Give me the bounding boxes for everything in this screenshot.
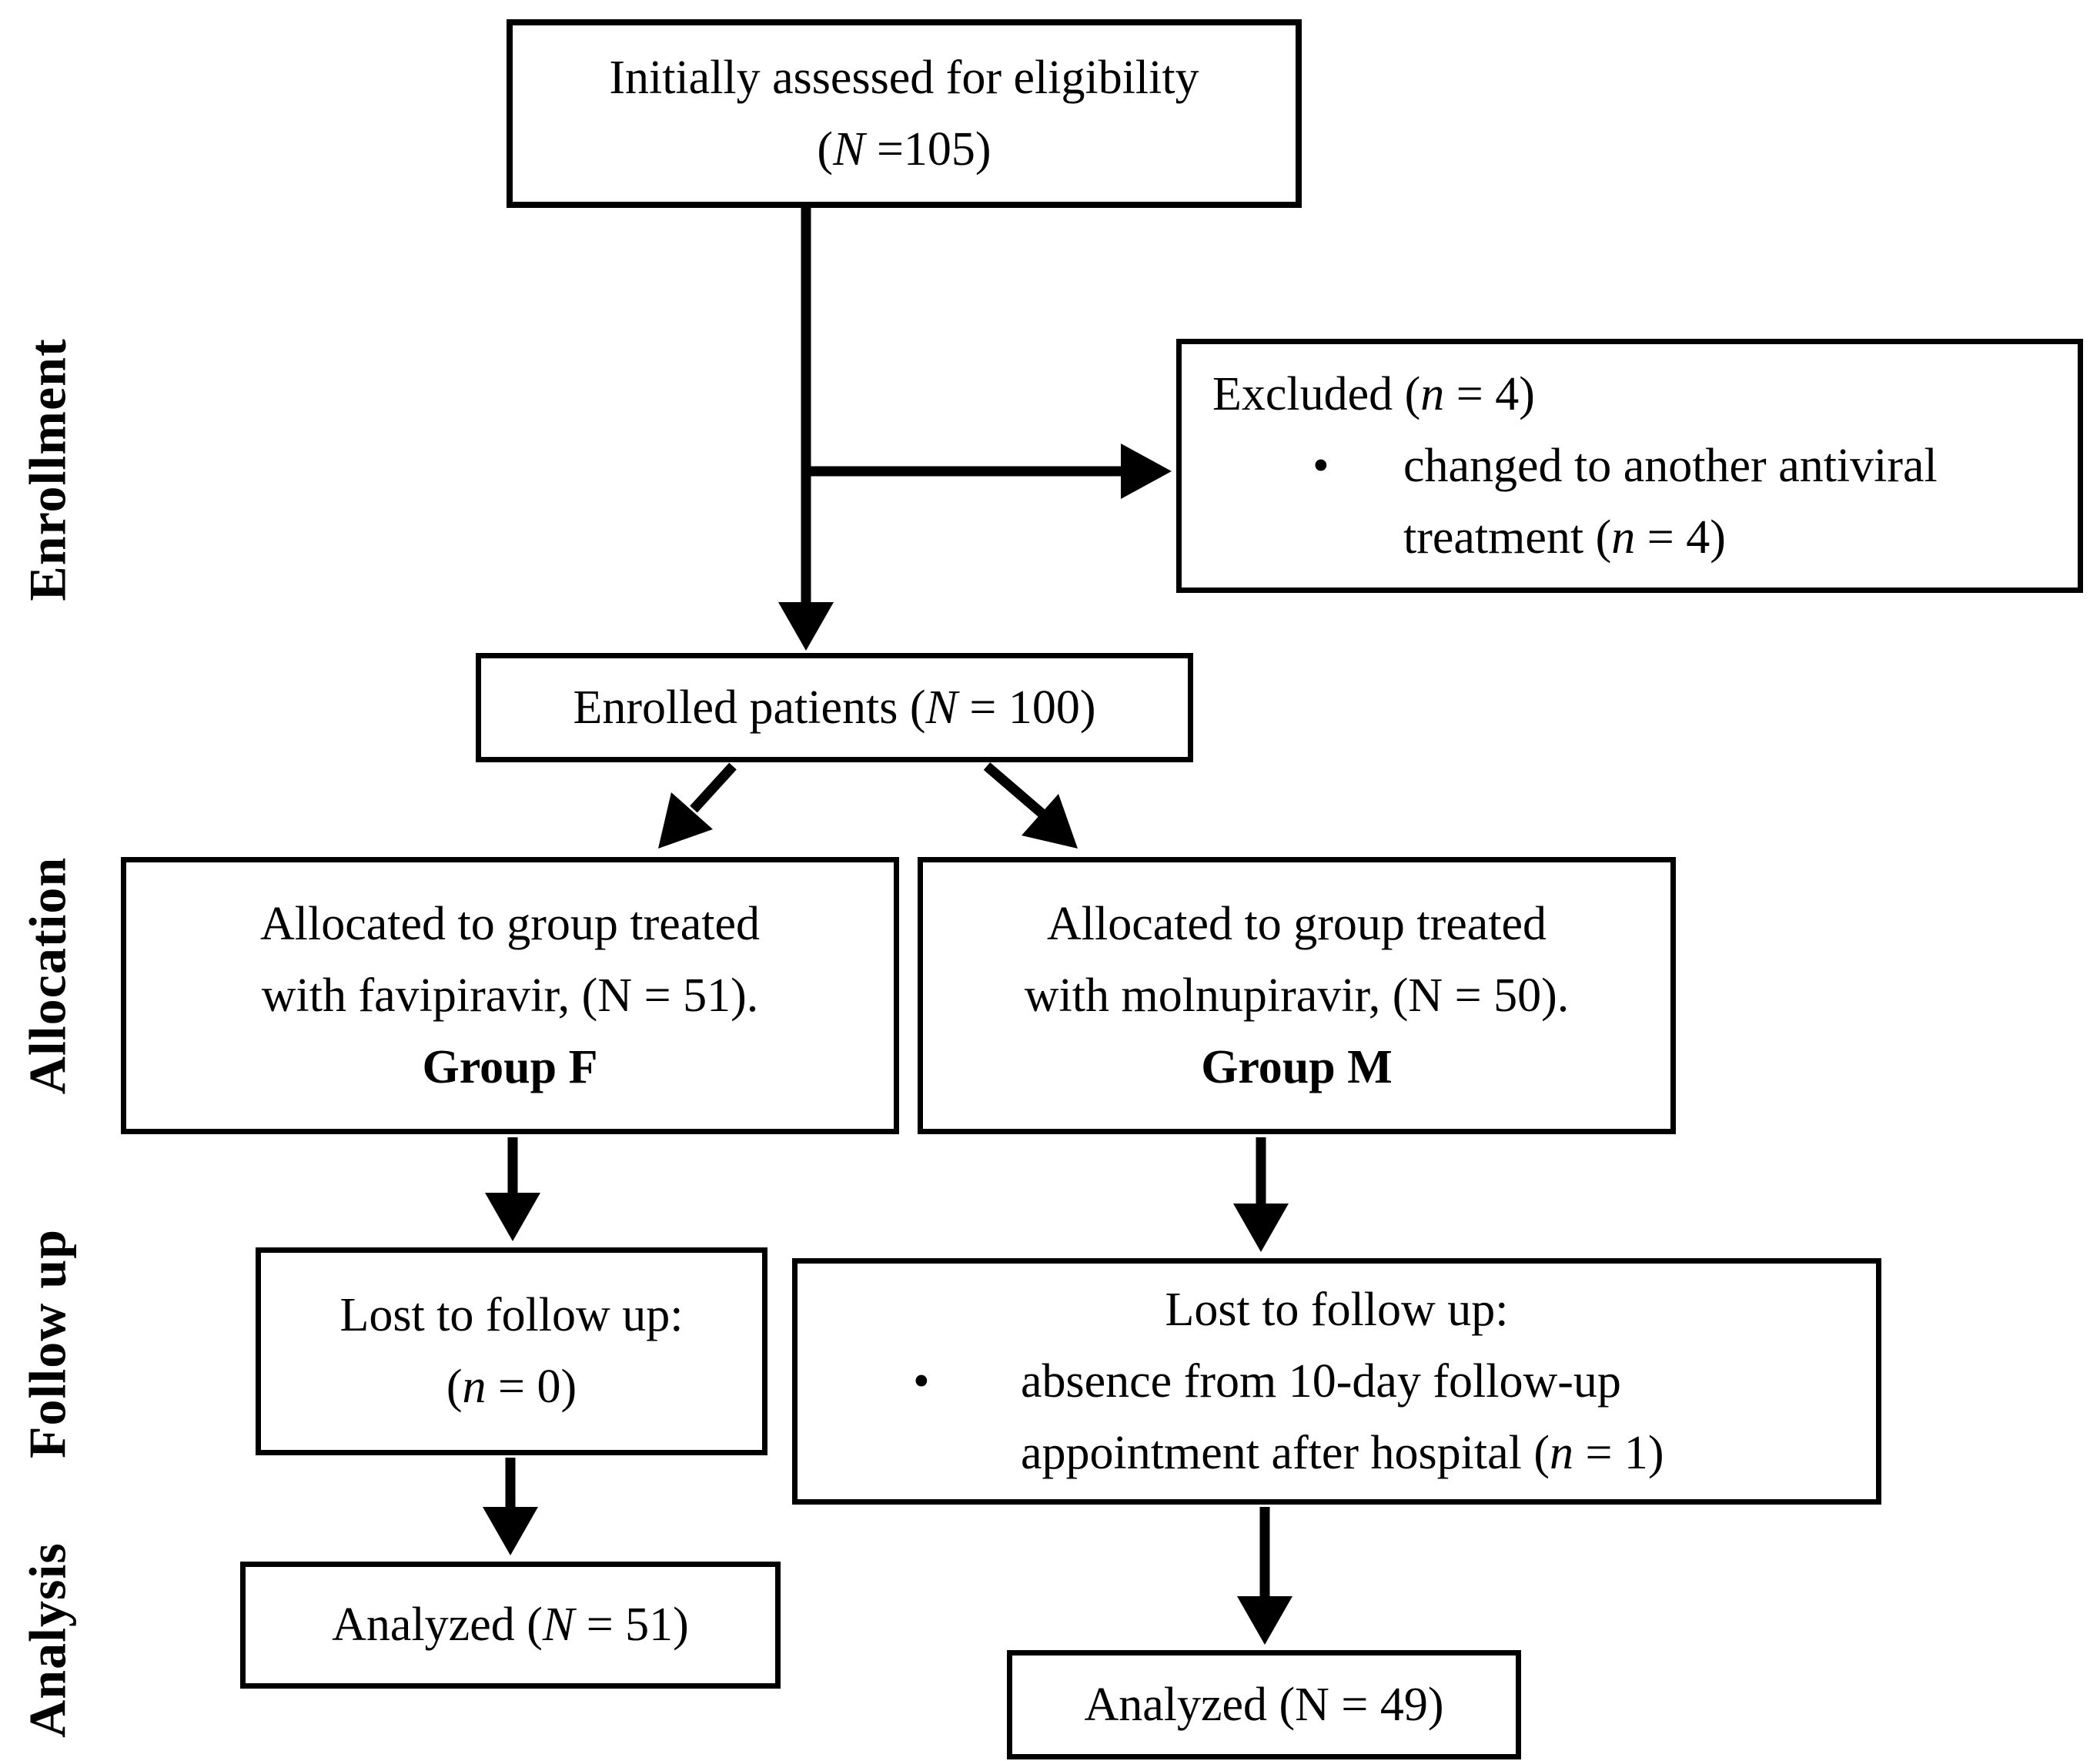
alloc-m-line1: Allocated to group treated [1046,897,1547,950]
bullet-icon: • [1312,439,1329,492]
arrow-lost-f-to-analyzed-head [483,1507,538,1555]
arrow-enrolled-to-group-f-line [690,762,737,813]
enrolled-text: Enrolled patients (N = 100) [573,681,1096,734]
analyzed-m-box: Analyzed (N = 49) [1007,1650,1521,1759]
lost-m-bullet-item: • absence from 10-day follow-up appointm… [913,1346,1876,1489]
bullet-icon: • [913,1354,930,1408]
alloc-m-line2: with molnupiravir, (N = 50). [1024,969,1570,1022]
analyzed-f-text: Analyzed (N = 51) [332,1599,689,1651]
enrolled-box: Enrolled patients (N = 100) [476,653,1193,762]
excluded-line1: Excluded (n = 4) [1212,367,1535,420]
excluded-bullet-item: • changed to another antiviral treatment… [1312,430,2062,574]
initially-assessed-line1: Initially assessed for eligibility [609,51,1199,104]
analyzed-f-box: Analyzed (N = 51) [240,1562,781,1689]
arrow-enrolled-to-group-m-head [1022,794,1078,849]
lost-m-line1: Lost to follow up: [1165,1283,1509,1336]
arrow-to-excluded-head [1121,444,1172,499]
arrow-enrolled-to-group-f-head [658,792,713,849]
arrow-enrolled-to-group-m-line [983,762,1045,817]
alloc-f-group-label: Group F [422,1040,598,1093]
arrow-initial-to-enrolled-head [778,602,834,651]
excluded-box: Excluded (n = 4) • changed to another an… [1176,339,2083,593]
lost-followup-m-box: Lost to follow up: • absence from 10-day… [792,1258,1881,1505]
lost-f-line2: (n = 0) [446,1361,577,1413]
alloc-f-line2: with favipiravir, (N = 51). [261,969,759,1022]
arrow-lost-m-to-analyzed-head [1237,1596,1292,1645]
lost-followup-f-box: Lost to follow up: (n = 0) [256,1247,767,1455]
lost-m-bullet-text: absence from 10-day follow-up appointmen… [1021,1354,1664,1479]
alloc-m-group-label: Group M [1201,1040,1393,1093]
alloc-f-line1: Allocated to group treated [259,897,761,950]
initially-assessed-line2: (N =105) [817,122,991,176]
initially-assessed-box: Initially assessed for eligibility (N =1… [507,19,1302,208]
allocation-favipiravir-box: Allocated to group treated with favipira… [121,857,899,1134]
allocation-molnupiravir-box: Allocated to group treated with molnupir… [918,857,1676,1134]
arrow-group-f-to-lost-head [485,1193,540,1241]
excluded-bullet-text: changed to another antiviral treatment (… [1403,439,1938,564]
analyzed-m-text: Analyzed (N = 49) [1084,1678,1444,1731]
lost-f-line1: Lost to follow up: [339,1289,684,1341]
arrow-group-m-to-lost-head [1233,1204,1289,1252]
